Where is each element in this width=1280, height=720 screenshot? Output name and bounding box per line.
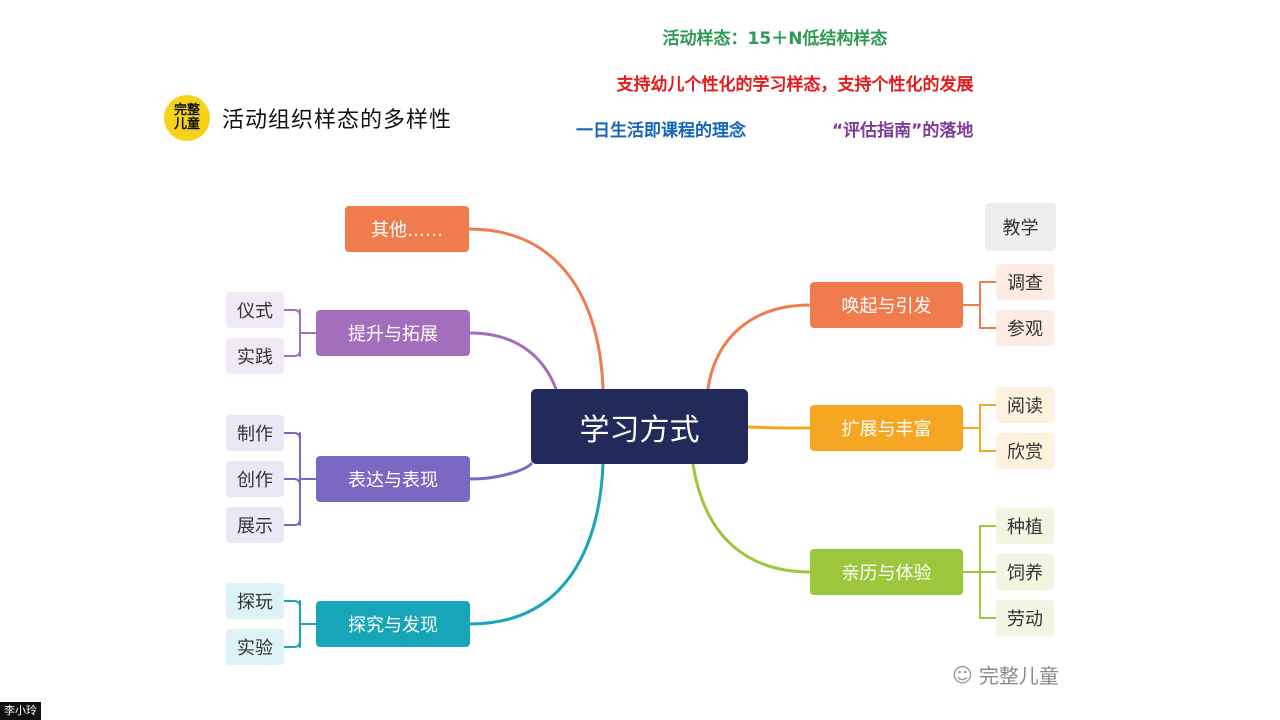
connector-left-0	[467, 227, 605, 391]
presenter-name: 李小玲	[0, 702, 41, 720]
subtitle-activity-mode: 活动样态：15＋N低结构样态	[662, 29, 888, 49]
leaf-connector-left-2-0	[283, 432, 301, 440]
leaf-node-right-2-0: 种植	[996, 508, 1054, 544]
leaf-node-left-2-2: 展示	[226, 507, 284, 543]
leaf-connector-left-3-0	[283, 600, 301, 608]
connector-right-1	[746, 425, 812, 430]
branch-node-left-0: 其他……	[345, 206, 469, 252]
leaf-node-left-1-0: 仪式	[226, 292, 284, 328]
leaf-node-right-2-1: 饲养	[996, 554, 1054, 590]
leaf-node-right-1-1: 欣赏	[996, 433, 1054, 469]
leaf-connector-left-2-1	[283, 478, 301, 486]
branch-node-right-0: 唤起与引发	[810, 282, 963, 328]
connector-right-0	[706, 303, 812, 391]
page-title: 活动组织样态的多样性	[222, 108, 453, 133]
leaf-node-right-1-0: 阅读	[996, 387, 1054, 423]
subtitle-curriculum: 一日生活即课程的理念	[576, 121, 746, 141]
leaf-node-right-0-1: 参观	[996, 310, 1054, 346]
mindmap-center-node: 学习方式	[531, 389, 748, 464]
leaf-node-left-3-0: 探玩	[226, 583, 284, 619]
watermark: ☺ 完整儿童	[952, 660, 1059, 689]
leaf-connector-left-3-1	[283, 640, 301, 648]
wechat-icon: ☺	[952, 662, 973, 687]
leaf-node-left-1-1: 实践	[226, 338, 284, 374]
branch-node-right-1: 扩展与丰富	[810, 405, 963, 451]
brand-logo-icon: 完整儿童	[164, 95, 210, 141]
leaf-node-right-0-0: 调查	[996, 264, 1054, 300]
branch-node-left-2: 表达与表现	[316, 456, 470, 502]
leaf-node-left-2-0: 制作	[226, 415, 284, 451]
leaf-node-left-2-1: 创作	[226, 461, 284, 497]
branch-node-right-2: 亲历与体验	[810, 549, 963, 595]
connector-left-1	[468, 331, 558, 391]
teaching-label: 教学	[985, 203, 1056, 251]
leaf-node-right-2-2: 劳动	[996, 600, 1054, 636]
leaf-connector-left-2-2	[283, 518, 301, 526]
branch-node-left-3: 探究与发现	[316, 601, 470, 647]
branch-node-left-1: 提升与拓展	[316, 310, 470, 356]
subtitle-guide: “评估指南”的落地	[832, 121, 974, 141]
subtitle-support: 支持幼儿个性化的学习样态，支持个性化的发展	[616, 75, 974, 95]
connector-left-2	[468, 462, 533, 481]
connector-left-3	[468, 462, 605, 626]
leaf-node-left-3-1: 实验	[226, 629, 284, 665]
connector-right-2	[691, 462, 812, 574]
leaf-connector-left-1-1	[283, 349, 301, 357]
watermark-text: 完整儿童	[978, 664, 1059, 688]
leaf-connector-left-1-0	[283, 309, 301, 317]
